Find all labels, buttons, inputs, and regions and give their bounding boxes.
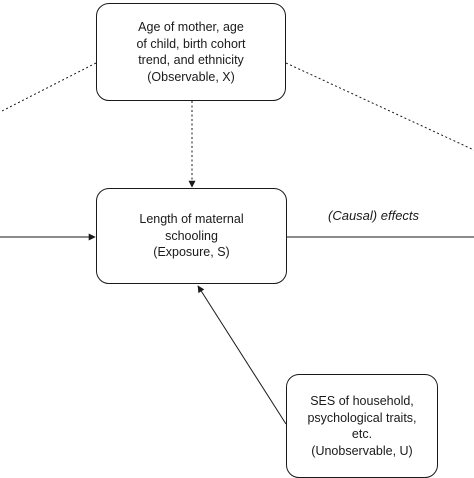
exposure-line-2: schooling xyxy=(165,228,218,243)
unobservable-line-4: (Unobservable, U) xyxy=(311,443,413,458)
unobservable-line-3: etc. xyxy=(351,427,373,441)
observable-line-4: (Observable, X) xyxy=(147,69,235,84)
observable-line-1: Age of mother, age xyxy=(138,20,244,34)
causal-prefix: (Causal) xyxy=(328,208,378,223)
observable-line-2: of child, birth cohort xyxy=(136,36,246,51)
causal-effects-label: (Causal) effects xyxy=(328,208,419,223)
edge-unobservable-exposure xyxy=(197,285,287,425)
exposure-line-1: Length of maternal xyxy=(139,212,244,227)
edge-observable-right xyxy=(285,62,474,151)
edge-observable-left xyxy=(0,62,97,113)
unobservable-node: SES of household, psychological traits, … xyxy=(286,374,438,478)
effects-suffix: effects xyxy=(377,208,420,223)
exposure-line-3: (Exposure, S) xyxy=(153,245,230,260)
unobservable-line-2: psychological traits, xyxy=(307,410,417,425)
exposure-node: Length of maternal schooling (Exposure, … xyxy=(96,188,287,284)
unobservable-line-1: SES of household, xyxy=(310,394,414,408)
observable-node: Age of mother, age of child, birth cohor… xyxy=(96,3,286,101)
observable-line-3: trend, and ethnicity xyxy=(138,53,244,67)
